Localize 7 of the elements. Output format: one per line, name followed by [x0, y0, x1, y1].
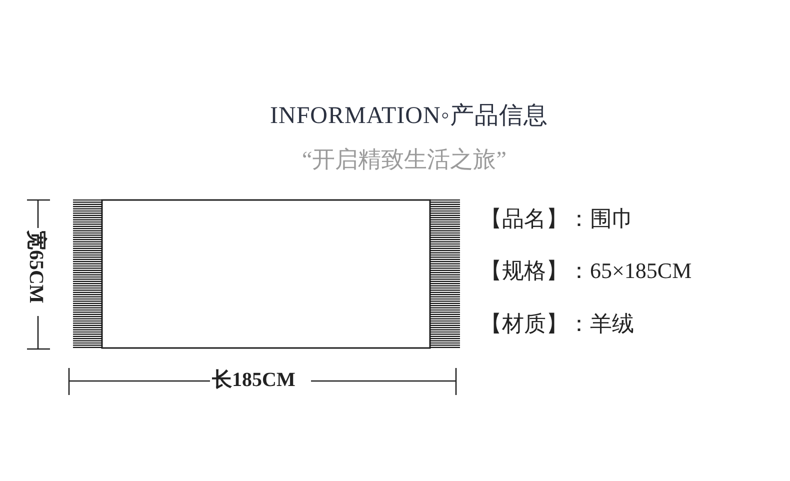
title: INFORMATION◦产品信息 — [270, 104, 548, 128]
length-dimension: 长185CM — [212, 370, 296, 390]
subtitle: “开启精致生活之旅” — [302, 148, 506, 171]
spec-text: 【品名】：围巾 — [480, 208, 634, 230]
width-dimension: 宽65CM — [26, 230, 46, 304]
spec-text: 【规格】：65×185CM — [480, 260, 692, 282]
spec-text: 【材质】：羊绒 — [480, 313, 634, 335]
